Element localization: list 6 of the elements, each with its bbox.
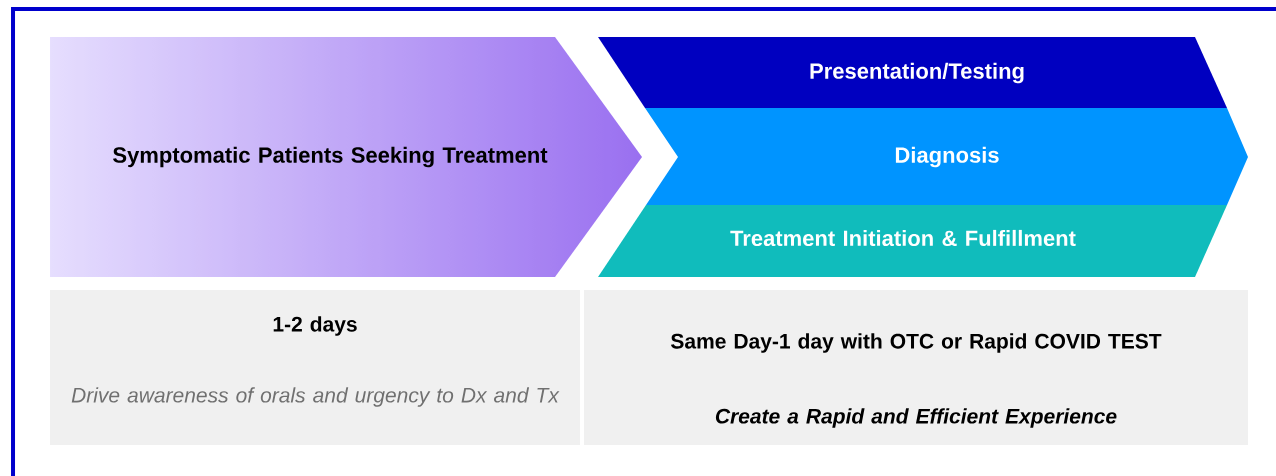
info-cell: 1-2 days Drive awareness of orals and urgency to Dx and Tx	[50, 290, 580, 445]
info-cell: Same Day-1 day with OTC or Rapid COVID TEST Create a Rapid and Efficient Experience	[584, 290, 1248, 445]
chevron-band: Treatment Initiation & Fulfillment	[598, 205, 1227, 277]
chevron-arrow: Symptomatic Patients Seeking Treatment	[113, 146, 548, 168]
chevron-band: Diagnosis	[645, 108, 1248, 205]
chevron-band: Presentation/Testing	[598, 37, 1227, 108]
